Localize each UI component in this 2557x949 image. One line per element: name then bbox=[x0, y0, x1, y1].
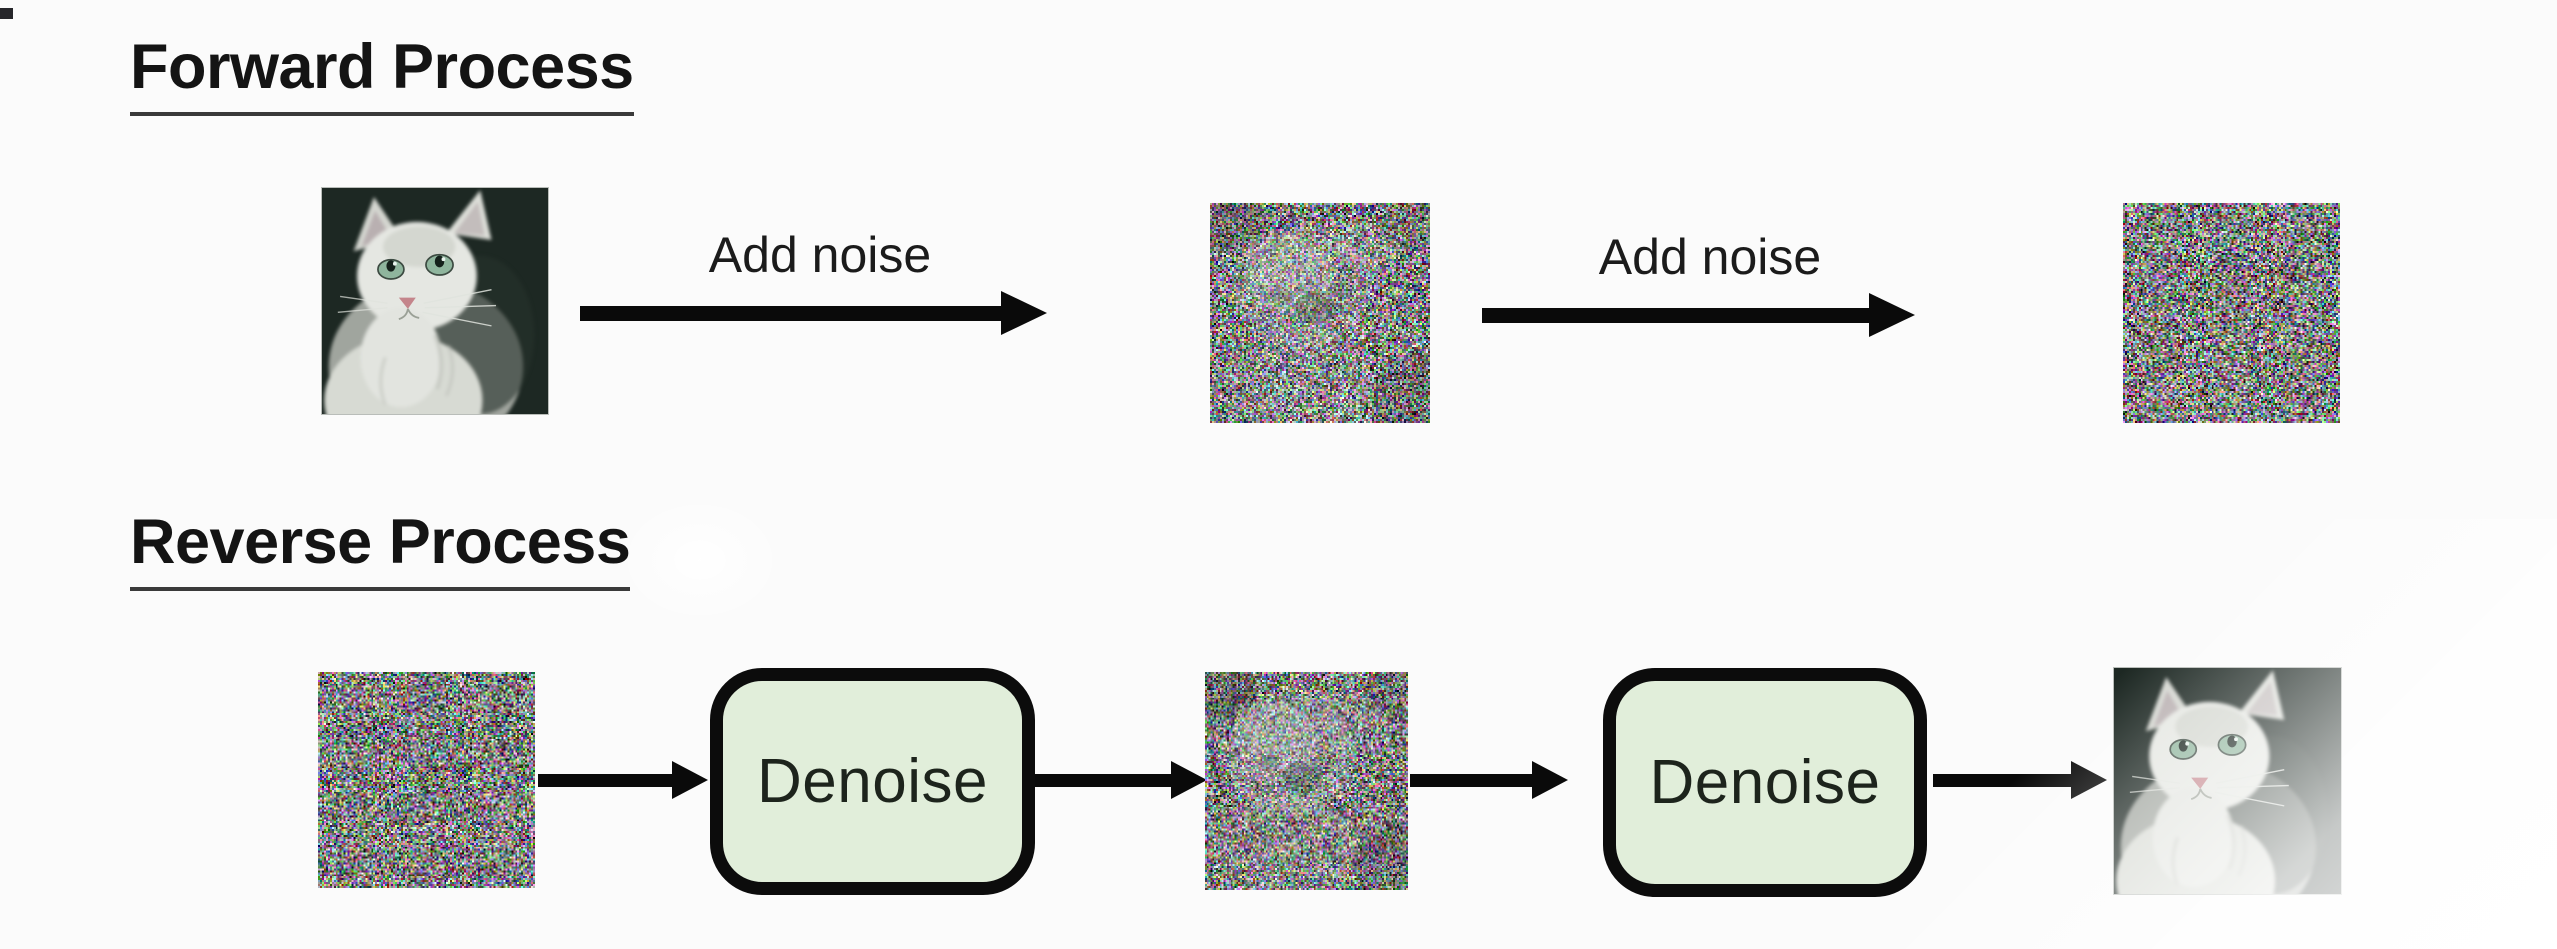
arrow-shaft bbox=[580, 306, 1001, 321]
denoise-box-1: Denoise bbox=[710, 668, 1035, 895]
forward-middle-noisy-image bbox=[1210, 203, 1430, 423]
noisy-cat-canvas bbox=[1205, 672, 1408, 890]
pure-noise-canvas bbox=[2123, 203, 2340, 423]
forward-arrow1-label: Add noise bbox=[650, 226, 990, 284]
forward-start-cat-image bbox=[321, 187, 549, 415]
arrow-head bbox=[1869, 293, 1915, 337]
forward-arrow1-right-icon bbox=[580, 291, 1047, 335]
reverse-arrow3-right-icon bbox=[1410, 761, 1568, 799]
reverse-end-cat-image bbox=[2113, 667, 2342, 895]
reverse-middle-noisy-image bbox=[1205, 672, 1408, 890]
reverse-process-title: Reverse Process bbox=[130, 505, 630, 591]
arrow-shaft bbox=[1933, 774, 2071, 787]
arrow-head bbox=[672, 761, 708, 799]
arrow-shaft bbox=[1035, 774, 1171, 787]
background-glow-artifact bbox=[615, 495, 785, 625]
arrow-shaft bbox=[538, 774, 672, 787]
arrow-head bbox=[2071, 761, 2107, 799]
arrow-head bbox=[1171, 761, 1207, 799]
reverse-arrow2-right-icon bbox=[1035, 761, 1207, 799]
reverse-arrow1-right-icon bbox=[538, 761, 708, 799]
arrow-shaft bbox=[1482, 308, 1869, 323]
forward-arrow2-right-icon bbox=[1482, 293, 1915, 337]
reverse-arrow4-right-icon bbox=[1933, 761, 2107, 799]
denoise-box-2-label: Denoise bbox=[1650, 747, 1881, 818]
corner-artifact bbox=[0, 8, 13, 19]
denoise-box-1-label: Denoise bbox=[757, 746, 988, 817]
forward-arrow2-label: Add noise bbox=[1540, 228, 1880, 286]
pure-noise-canvas bbox=[318, 672, 535, 888]
denoise-box-2: Denoise bbox=[1603, 668, 1927, 897]
reverse-start-noise-image bbox=[318, 672, 535, 888]
arrow-head bbox=[1001, 291, 1047, 335]
forward-process-title: Forward Process bbox=[130, 30, 634, 116]
forward-end-noise-image bbox=[2123, 203, 2340, 423]
arrow-head bbox=[1532, 761, 1568, 799]
noisy-cat-canvas bbox=[1210, 203, 1430, 423]
arrow-shaft bbox=[1410, 774, 1532, 787]
